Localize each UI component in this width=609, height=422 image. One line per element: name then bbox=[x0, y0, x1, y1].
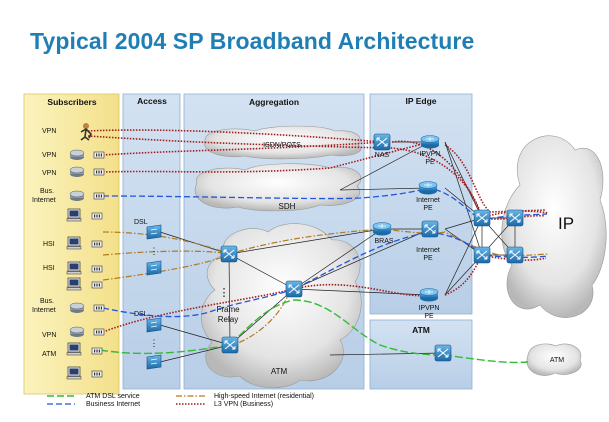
atm-cloud-label: ATM bbox=[271, 367, 288, 376]
atm-frame-relay-cloud bbox=[201, 223, 362, 389]
dslam-icon bbox=[146, 354, 162, 370]
internet-pe-label: PE bbox=[423, 255, 433, 262]
dsl-label: DSL bbox=[134, 311, 148, 318]
core-switch-icon bbox=[473, 209, 491, 227]
bras-router-icon bbox=[372, 222, 392, 236]
remote-user-icon bbox=[80, 123, 92, 141]
pc-modem-icon bbox=[91, 212, 103, 220]
ipvpn-pe-router-icon bbox=[420, 135, 440, 149]
subscriber-labels: VPN VPN VPN Bus. Internet HSI HSI Bus. I… bbox=[32, 128, 56, 358]
atm-pc-icon bbox=[66, 342, 82, 356]
subscriber-label: HSI bbox=[43, 265, 55, 272]
hsi-pc-icon bbox=[66, 261, 82, 275]
nas-icon bbox=[373, 133, 391, 151]
pc-icon bbox=[66, 208, 82, 222]
isdn-pots-cloud bbox=[204, 125, 361, 160]
dslam-icon bbox=[146, 224, 162, 240]
atm-right-cloud-label: ATM bbox=[550, 357, 564, 364]
hsi-pc-icon bbox=[66, 236, 82, 250]
legend-label-hsi: High-speed Internet (residential) bbox=[214, 393, 314, 400]
pc-icon bbox=[66, 277, 82, 291]
page-title: Typical 2004 SP Broadband Architecture bbox=[30, 28, 475, 54]
subscriber-label: VPN bbox=[42, 332, 56, 339]
pc-icon bbox=[66, 366, 82, 380]
ip-edge-devices: NAS IPVPN PE Internet PE BRAS Internet P… bbox=[372, 133, 524, 362]
ipvpn-pe-router-icon bbox=[419, 288, 439, 302]
dsl-label: DSL bbox=[134, 219, 148, 226]
subscriber-label: ATM bbox=[42, 351, 56, 358]
atm-right-cloud bbox=[526, 343, 582, 376]
subscriber-devices bbox=[66, 123, 105, 380]
ip-edge-header: IP Edge bbox=[405, 96, 436, 106]
internet-pe-switch-icon bbox=[421, 220, 439, 238]
aggregation-devices: ISDN/POTS SDH ⋮ Frame Relay ATM bbox=[216, 142, 303, 376]
aggregation-header: Aggregation bbox=[249, 97, 299, 107]
ip-cloud bbox=[501, 135, 607, 318]
internet-pe-label: Internet bbox=[416, 197, 440, 204]
subscriber-label: VPN bbox=[42, 170, 56, 177]
vpn-modem-icon bbox=[93, 168, 105, 176]
atm-switch-icon bbox=[220, 245, 238, 263]
isdn-pots-label: ISDN/POTS bbox=[263, 142, 301, 149]
core-switch-icon bbox=[473, 246, 491, 264]
sdh-label: SDH bbox=[279, 202, 296, 211]
internet-pe-label: PE bbox=[423, 205, 433, 212]
subscriber-label: Bus. bbox=[40, 298, 54, 305]
business-router-icon bbox=[69, 190, 85, 202]
connection-lines bbox=[87, 129, 549, 364]
frame-relay-dots: ⋮ bbox=[219, 287, 230, 299]
legend-label-l3vpn: L3 VPN (Business) bbox=[214, 401, 273, 408]
atm-switch-icon bbox=[285, 280, 303, 298]
vpn-router-icon bbox=[69, 149, 85, 161]
frame-relay-label: Relay bbox=[218, 315, 238, 324]
hsi-modem-icon bbox=[91, 240, 103, 248]
more-dslam-dots: ⋮ bbox=[150, 338, 159, 348]
internet-pe-router-icon bbox=[418, 181, 438, 195]
core-switch-icon bbox=[506, 209, 524, 227]
legend: ATM DSL service Business Internet High-s… bbox=[47, 393, 314, 408]
frame-relay-label: Frame bbox=[216, 305, 240, 314]
ip-edge-column bbox=[369, 93, 473, 315]
subscriber-label: VPN bbox=[42, 128, 56, 135]
more-dslam-dots: ⋮ bbox=[150, 246, 159, 256]
atm-edge-column bbox=[369, 319, 473, 390]
business-router-icon bbox=[69, 302, 85, 314]
ip-cloud-label: IP bbox=[558, 214, 574, 233]
access-column bbox=[122, 93, 181, 390]
dslam-icon bbox=[146, 260, 162, 276]
subscriber-label: Internet bbox=[32, 197, 56, 204]
ipvpn-pe-label: PE bbox=[425, 159, 435, 166]
core-switch-icon bbox=[506, 246, 524, 264]
atm-switch-icon bbox=[221, 336, 239, 354]
business-modem-icon bbox=[93, 304, 105, 312]
pc-modem-icon bbox=[91, 370, 103, 378]
business-modem-icon bbox=[93, 192, 105, 200]
subscriber-label: Internet bbox=[32, 307, 56, 314]
legend-label-atm-dsl: ATM DSL service bbox=[86, 393, 140, 400]
atm-edge-header: ATM bbox=[412, 325, 430, 335]
ipvpn-pe-label: IPVPN bbox=[418, 305, 439, 312]
nas-label: NAS bbox=[375, 152, 390, 159]
legend-label-business-internet: Business Internet bbox=[86, 401, 140, 408]
vpn-router-icon bbox=[69, 326, 85, 338]
access-devices: DSL DSL ⋮ ⋮ bbox=[134, 219, 162, 370]
ipvpn-pe-label: IPVPN bbox=[419, 151, 440, 158]
subscriber-label: Bus. bbox=[40, 188, 54, 195]
access-header: Access bbox=[137, 96, 167, 106]
ipvpn-pe-label: PE bbox=[424, 313, 434, 320]
vpn-modem-icon bbox=[93, 328, 105, 336]
pc-modem-icon bbox=[91, 281, 103, 289]
vpn-modem-icon bbox=[93, 151, 105, 159]
subscriber-label: HSI bbox=[43, 241, 55, 248]
bras-label: BRAS bbox=[374, 238, 393, 245]
dslam-icon bbox=[146, 317, 162, 333]
subscriber-label: VPN bbox=[42, 152, 56, 159]
subscribers-header: Subscribers bbox=[47, 97, 96, 107]
atm-edge-switch-icon bbox=[434, 344, 452, 362]
atm-modem-icon bbox=[91, 347, 103, 355]
internet-pe-label: Internet bbox=[416, 247, 440, 254]
vpn-router-icon bbox=[69, 166, 85, 178]
hsi-modem-icon bbox=[91, 265, 103, 273]
